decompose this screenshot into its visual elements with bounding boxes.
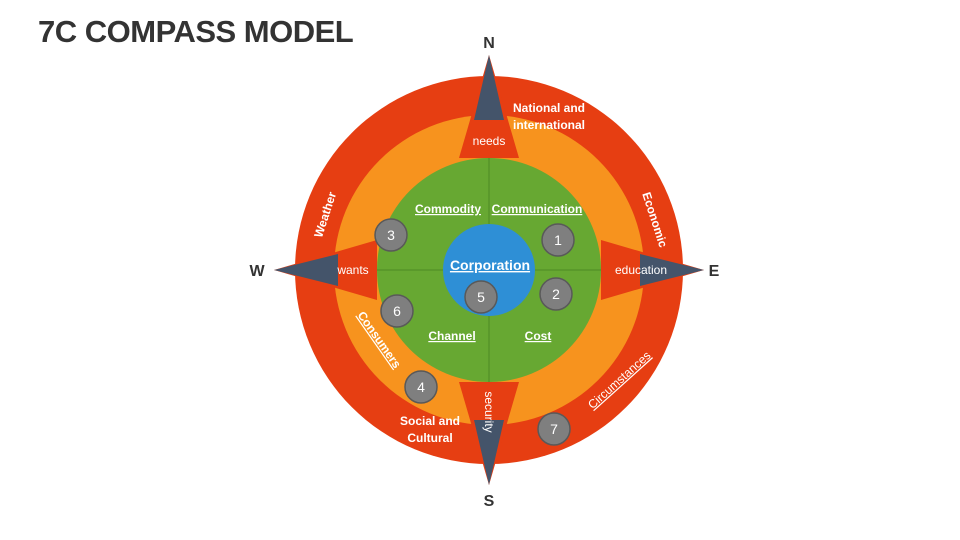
label-channel: Channel <box>428 329 475 343</box>
east-needle-tip <box>640 254 704 286</box>
direction-south: S <box>484 493 495 510</box>
south-needle-tip <box>474 420 504 485</box>
badge-5: 5 <box>464 280 498 314</box>
badge-4: 4 <box>404 370 438 404</box>
label-needs: needs <box>473 134 506 148</box>
badge-7: 7 <box>537 412 571 446</box>
label-commodity: Commodity <box>415 202 481 216</box>
badge-6: 6 <box>380 294 414 328</box>
label-security: security <box>482 391 496 432</box>
label-social-line1: Social and <box>400 414 460 428</box>
badge-2-number: 2 <box>552 286 560 302</box>
badge-3: 3 <box>374 218 408 252</box>
direction-north: N <box>483 35 495 52</box>
label-cost: Cost <box>525 329 552 343</box>
badge-4-number: 4 <box>417 379 425 395</box>
page-title: 7C COMPASS MODEL <box>38 14 354 49</box>
center-label: Corporation <box>450 257 530 273</box>
west-needle-tip <box>274 254 338 286</box>
badge-3-number: 3 <box>387 227 395 243</box>
label-wants: wants <box>336 263 368 277</box>
label-national-line2: international <box>513 118 585 132</box>
badge-2: 2 <box>539 277 573 311</box>
label-education: education <box>615 263 667 277</box>
north-needle-tip <box>474 55 504 120</box>
direction-east: E <box>709 263 720 280</box>
badge-1: 1 <box>541 223 575 257</box>
label-communication: Communication <box>492 202 583 216</box>
badge-5-number: 5 <box>477 289 485 305</box>
label-national-line1: National and <box>513 101 585 115</box>
direction-west: W <box>249 263 265 280</box>
badge-6-number: 6 <box>393 303 401 319</box>
label-social-line2: Cultural <box>407 431 452 445</box>
badge-1-number: 1 <box>554 232 562 248</box>
badge-7-number: 7 <box>550 421 558 437</box>
